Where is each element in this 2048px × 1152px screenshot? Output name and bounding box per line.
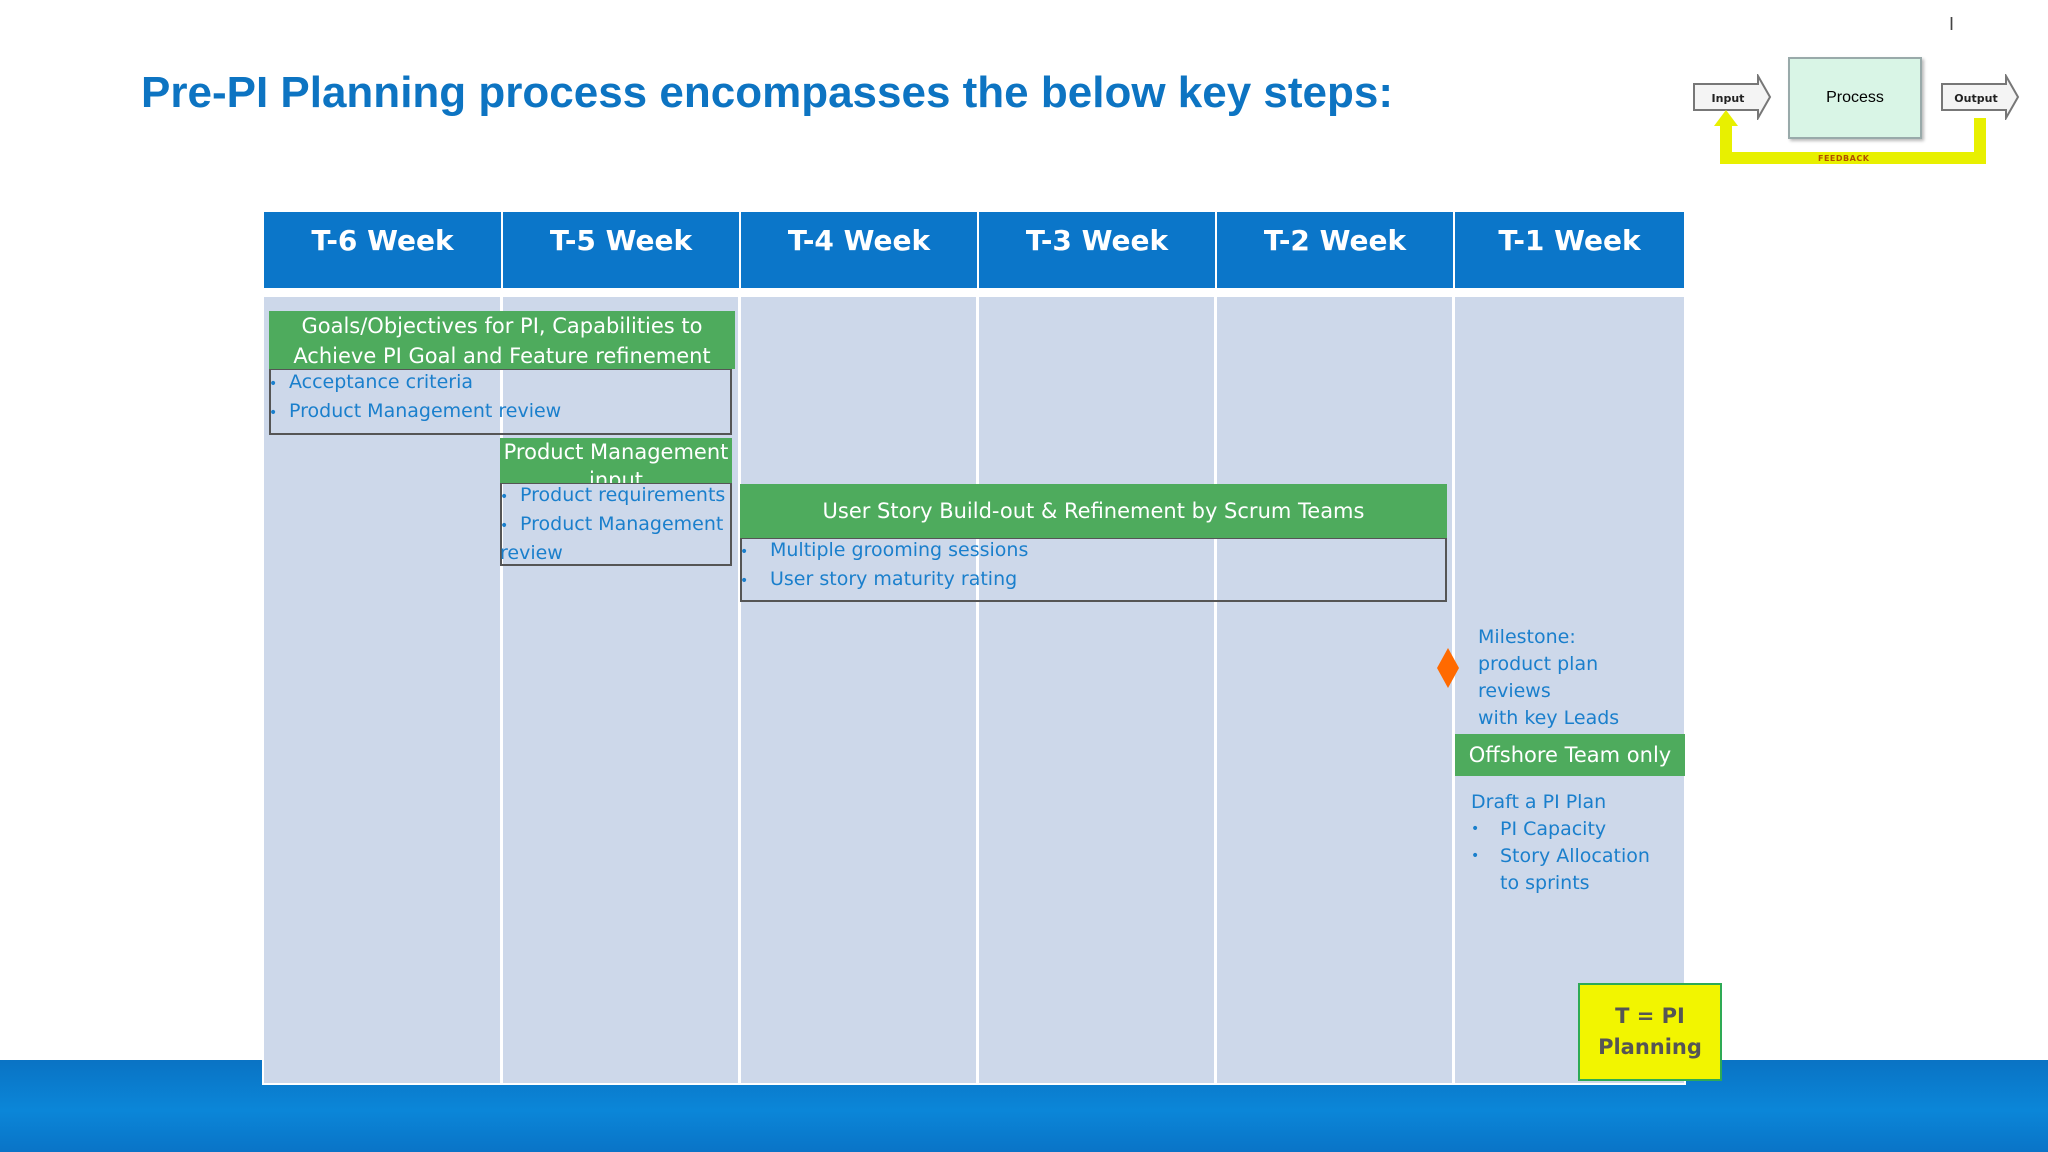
list-item: •User story maturity rating	[740, 566, 1028, 595]
list-item: •Product Management	[500, 511, 725, 540]
user-story-activity-bar: User Story Build-out & Refinement by Scr…	[740, 484, 1447, 538]
pm-input-detail-box	[500, 482, 732, 566]
slide-title: Pre-PI Planning process encompasses the …	[141, 68, 1394, 117]
bullet-icon: •	[500, 489, 509, 505]
bullet-icon: •	[269, 405, 278, 421]
bullet-icon: •	[740, 573, 749, 589]
week-header-t4: T-4 Week	[741, 212, 977, 288]
bullet-icon: •	[269, 376, 278, 392]
milestone-text: Milestone: product plan reviews with key…	[1478, 626, 1620, 729]
column-divider	[738, 295, 741, 1085]
goals-bullet-list: •Acceptance criteria •Product Management…	[269, 369, 561, 427]
column-divider	[500, 295, 503, 1085]
pi-planning-legend: T = PI Planning	[1578, 983, 1722, 1081]
week-header-t3: T-3 Week	[979, 212, 1215, 288]
week-header-t2: T-2 Week	[1217, 212, 1453, 288]
offshore-detail-list: Draft a PI Plan •PI Capacity •Story Allo…	[1471, 789, 1681, 897]
list-item: •Product requirements	[500, 482, 725, 511]
output-arrow-icon: Output	[1941, 74, 2020, 120]
pm-input-activity-bar: Product Management input	[500, 438, 732, 483]
list-item: review	[500, 542, 563, 564]
bullet-icon: •	[1471, 821, 1480, 837]
pm-input-bullet-list: •Product requirements •Product Managemen…	[500, 482, 725, 567]
feedback-arrowhead-icon	[1714, 110, 1738, 126]
list-item: to sprints	[1500, 872, 1590, 894]
column-divider	[976, 295, 979, 1085]
input-label: Input	[1712, 92, 1745, 105]
feedback-loop	[1720, 118, 1986, 164]
column-divider	[1452, 295, 1455, 1085]
process-label: Process	[1826, 89, 1884, 106]
goals-activity-bar: Goals/Objectives for PI, Capabilities to…	[269, 311, 735, 369]
milestone-diamond-icon	[1437, 648, 1459, 688]
list-item: •Acceptance criteria	[269, 369, 561, 398]
offshore-intro: Draft a PI Plan	[1471, 791, 1607, 813]
week-header-t6: T-6 Week	[264, 212, 501, 288]
offshore-activity-bar: Offshore Team only	[1455, 734, 1685, 776]
list-item: •Story Allocation	[1471, 843, 1681, 870]
goals-detail-box	[269, 368, 732, 435]
list-item: •Product Management review	[269, 398, 561, 427]
column-divider	[1214, 295, 1217, 1085]
user-story-bullet-list: •Multiple grooming sessions •User story …	[740, 537, 1028, 595]
output-label: Output	[1954, 92, 1997, 105]
user-story-detail-box	[740, 537, 1447, 602]
timeline-grid	[262, 295, 1686, 1085]
list-item: •Multiple grooming sessions	[740, 537, 1028, 566]
bullet-icon: •	[740, 544, 749, 560]
page-marker: I	[1949, 14, 1955, 34]
week-header-t5: T-5 Week	[503, 212, 739, 288]
list-item: •PI Capacity	[1471, 816, 1681, 843]
bullet-icon: •	[500, 518, 509, 534]
input-arrow-icon: Input	[1693, 74, 1772, 120]
bullet-icon: •	[1471, 848, 1480, 864]
process-box: Process	[1788, 57, 1922, 139]
feedback-label: FEEDBACK	[1818, 154, 1870, 163]
week-header-t1: T-1 Week	[1455, 212, 1684, 288]
